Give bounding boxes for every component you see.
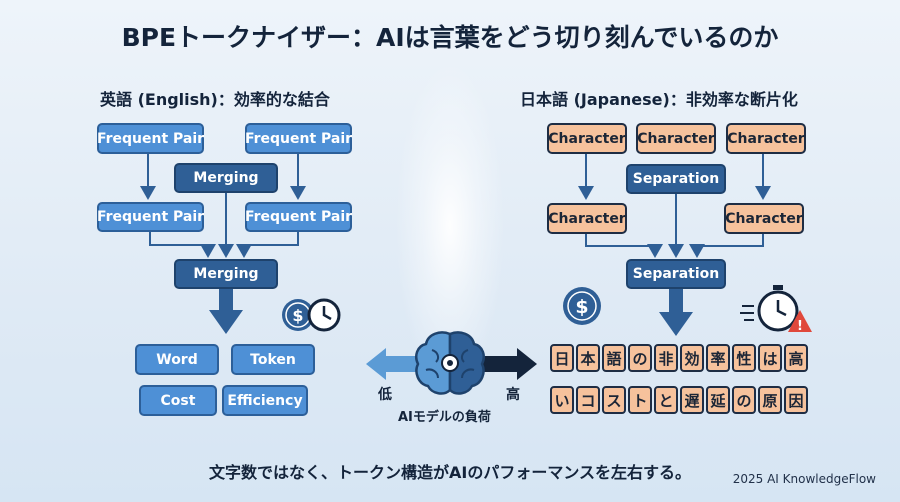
char-tile: 語: [602, 344, 626, 372]
char-tile: 遅: [680, 386, 704, 414]
ai-load-label: AIモデルの負荷: [398, 410, 491, 425]
svg-text:!: !: [797, 319, 803, 334]
char-tile: 率: [706, 344, 730, 372]
char-tile: の: [732, 386, 756, 414]
japanese-subtitle: 日本語 (Japanese)：非効率な断片化: [520, 90, 798, 109]
brain-icon: [415, 331, 485, 395]
english-merging-2: Merging: [174, 259, 278, 289]
char-tile: い: [550, 386, 574, 414]
japanese-separation-1: Separation: [626, 164, 726, 194]
char-tile: の: [628, 344, 652, 372]
copyright: 2025 AI KnowledgeFlow: [732, 472, 876, 486]
english-token-box: Token: [231, 344, 315, 375]
money-clock-icon: $: [282, 298, 341, 332]
char-tile: 原: [758, 386, 782, 414]
char-tile: 効: [680, 344, 704, 372]
japanese-character-1: Character: [547, 123, 627, 154]
dollar-icon: $: [563, 287, 601, 325]
english-efficiency-box: Efficiency: [222, 385, 308, 416]
japanese-character-3: Character: [726, 123, 806, 154]
high-label: 高: [506, 387, 520, 403]
japanese-character-5: Character: [724, 203, 804, 234]
char-tile: 非: [654, 344, 678, 372]
low-label: 低: [378, 387, 392, 403]
english-frequent-pair-2: Frequent Pair: [245, 123, 352, 154]
page-title: BPEトークナイザー：AIは言葉をどう切り刻んでいるのか: [121, 23, 779, 52]
char-tile: ス: [602, 386, 626, 414]
char-tile: 日: [550, 344, 574, 372]
english-subtitle: 英語 (English)：効率的な結合: [100, 90, 330, 109]
char-tile: 高: [784, 344, 808, 372]
japanese-character-2: Character: [636, 123, 716, 154]
english-frequent-pair-4: Frequent Pair: [245, 202, 352, 232]
svg-text:$: $: [575, 296, 588, 318]
char-tile: コ: [576, 386, 600, 414]
stopwatch-warning-icon: !: [740, 285, 812, 334]
english-frequent-pair-1: Frequent Pair: [97, 123, 204, 154]
char-tile: ト: [628, 386, 652, 414]
svg-text:$: $: [292, 306, 303, 325]
english-cost-box: Cost: [139, 385, 217, 416]
english-frequent-pair-3: Frequent Pair: [97, 202, 204, 232]
english-merging-1: Merging: [174, 163, 278, 193]
char-tile: 性: [732, 344, 756, 372]
char-tile: と: [654, 386, 678, 414]
japanese-separation-2: Separation: [626, 259, 726, 289]
char-tile: は: [758, 344, 782, 372]
japanese-character-4: Character: [547, 203, 627, 234]
char-tile: 延: [706, 386, 730, 414]
char-tile: 因: [784, 386, 808, 414]
english-word-box: Word: [135, 344, 219, 375]
footer-message: 文字数ではなく、トークン構造がAIのパフォーマンスを左右する。: [208, 463, 692, 482]
char-tile: 本: [576, 344, 600, 372]
